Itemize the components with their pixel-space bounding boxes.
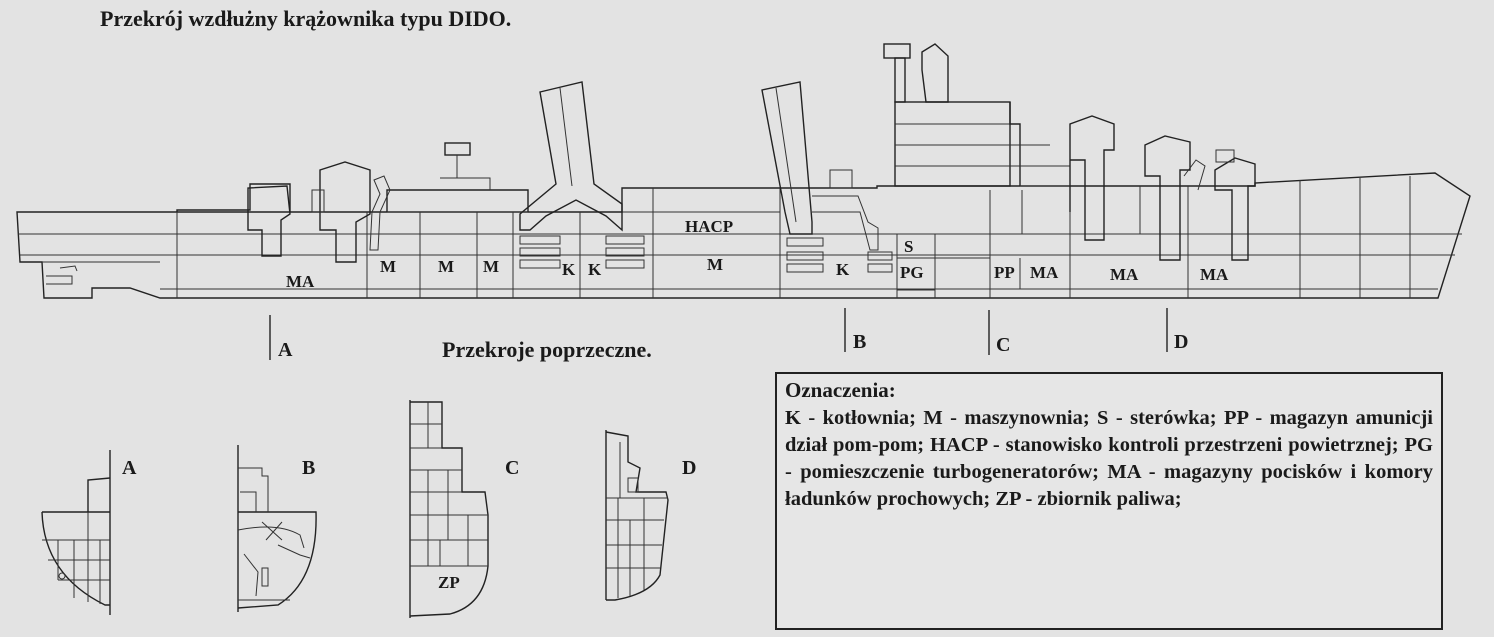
- turret-a: [247, 185, 291, 257]
- turret-x: [1069, 115, 1115, 241]
- compartment-m4: M: [707, 255, 723, 274]
- compartment-m1: M: [380, 257, 396, 276]
- section-label-c: C: [505, 457, 519, 479]
- compartment-m2: M: [438, 257, 454, 276]
- compartment-pg: PG: [900, 263, 924, 282]
- section-markers: A B C D: [269, 308, 1188, 361]
- compartment-k2: K: [588, 260, 602, 279]
- marker-a: A: [278, 339, 293, 361]
- cross-section-c: C ZP: [409, 400, 519, 618]
- compartment-ma-fwd: MA: [286, 272, 315, 291]
- section-label-b: B: [302, 457, 315, 479]
- compartment-pp: PP: [994, 263, 1015, 282]
- director: [444, 142, 471, 156]
- compartment-labels: MA M M M K K HACP M K S PG PP MA MA MA: [286, 217, 1229, 291]
- legend-text: K - kotłownia; M - maszynownia; S - ster…: [785, 407, 1433, 510]
- compartment-hacp: HACP: [685, 217, 733, 236]
- legend-title: Oznaczenia:: [785, 378, 896, 402]
- boiler-uptakes-forward: [519, 212, 645, 298]
- section-label-d: D: [682, 457, 696, 479]
- bridge-tower: [883, 43, 1070, 187]
- legend-box: Oznaczenia: K - kotłownia; M - maszynown…: [775, 372, 1443, 630]
- compartment-ma-aft1: MA: [1110, 265, 1139, 284]
- cross-section-b: B: [237, 445, 317, 612]
- section-label-zp: ZP: [438, 573, 460, 592]
- forward-funnel: [519, 81, 623, 232]
- compartment-s: S: [904, 237, 913, 256]
- compartment-ma-mid: MA: [1030, 263, 1059, 282]
- turret-b: [319, 161, 371, 263]
- longitudinal-section: [16, 43, 1471, 299]
- compartment-k1: K: [562, 260, 576, 279]
- boiler-uptakes-aft: [786, 237, 893, 273]
- marker-c: C: [996, 334, 1010, 356]
- cross-section-a: A: [41, 450, 137, 615]
- hull-outline: [16, 172, 1471, 299]
- compartment-k3: K: [836, 260, 850, 279]
- compartment-m3: M: [483, 257, 499, 276]
- turret-q: [1214, 157, 1256, 261]
- compartment-ma-aft2: MA: [1200, 265, 1229, 284]
- page-title: Przekrój wzdłużny krążownika typu DIDO.: [100, 6, 512, 31]
- aft-funnel: [761, 81, 813, 235]
- bulkheads: [176, 176, 1411, 298]
- marker-d: D: [1174, 331, 1188, 353]
- turret-y: [1144, 135, 1191, 261]
- section-label-a: A: [122, 457, 137, 479]
- cross-section-d: D: [605, 430, 696, 601]
- marker-b: B: [853, 331, 866, 353]
- subtitle: Przekroje poprzeczne.: [442, 337, 652, 362]
